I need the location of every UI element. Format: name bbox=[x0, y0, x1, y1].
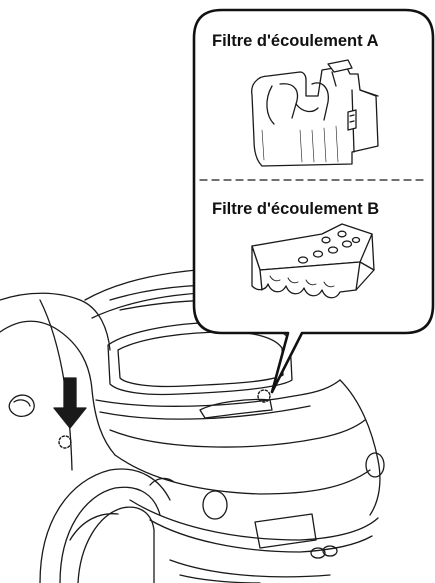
filter-b-label: Filtre d'écoulement B bbox=[212, 200, 380, 218]
down-arrow-icon bbox=[53, 377, 87, 429]
car-rear-illustration bbox=[0, 267, 385, 583]
dashed-circle-marker bbox=[58, 435, 72, 449]
filter-a-label: Filtre d'écoulement A bbox=[212, 32, 379, 50]
filter-b-icon bbox=[251, 223, 375, 299]
dashed-circle-marker bbox=[257, 389, 271, 403]
filter-a-icon bbox=[251, 59, 379, 167]
